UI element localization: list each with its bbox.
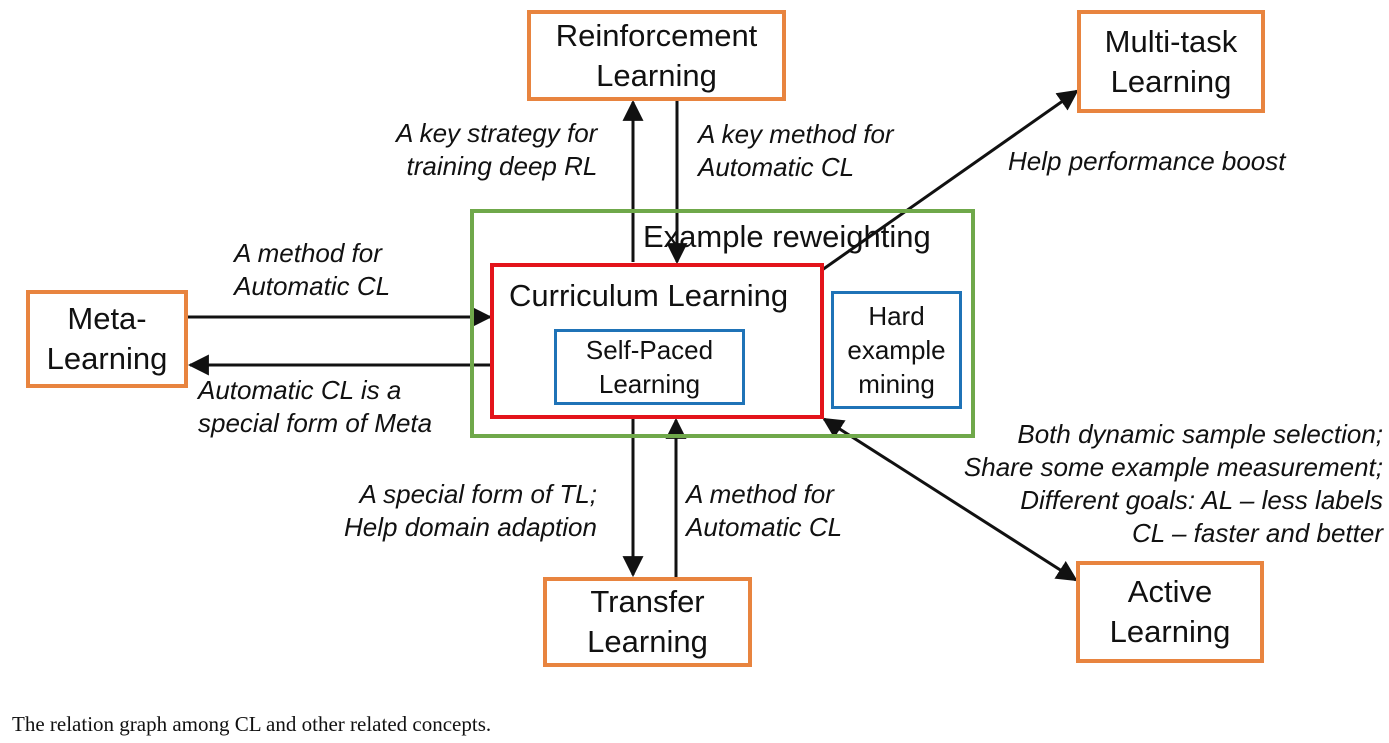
active-learning-box: Active Learning — [1076, 561, 1264, 663]
label-cl-to-rl: A key strategy for training deep RL — [396, 118, 598, 181]
label-rl-to-cl: A key method for Automatic CL — [698, 119, 894, 182]
label-cl-to-meta: Automatic CL is a special form of Meta — [198, 375, 433, 438]
label-tl-to-cl: A method for Automatic CL — [686, 479, 843, 542]
arrow-cl-al-bidirectional — [822, 417, 1078, 582]
self-paced-learning-box: Self-Paced Learning — [554, 329, 745, 405]
label-cl-to-mtl: Help performance boost — [1008, 146, 1286, 176]
meta-learning-box: Meta- Learning — [26, 290, 188, 388]
curriculum-learning-title: Curriculum Learning — [509, 278, 789, 313]
figure-caption: The relation graph among CL and other re… — [12, 712, 492, 736]
example-reweighting-title: Example reweighting — [643, 219, 931, 254]
label-meta-to-cl: A method for Automatic CL — [234, 238, 391, 301]
reinforcement-learning-box: Reinforcement Learning — [527, 10, 786, 101]
label-cl-al: Both dynamic sample selection; Share som… — [963, 419, 1383, 548]
label-cl-to-tl: A special form of TL; Help domain adapti… — [344, 479, 597, 542]
curriculum-learning-box — [490, 263, 824, 419]
example-reweighting-box — [470, 209, 975, 438]
hard-example-mining-box: Hard example mining — [831, 291, 962, 409]
transfer-learning-box: Transfer Learning — [543, 577, 752, 667]
multi-task-learning-box: Multi-task Learning — [1077, 10, 1265, 113]
arrow-cl-to-mtl — [821, 89, 1079, 272]
